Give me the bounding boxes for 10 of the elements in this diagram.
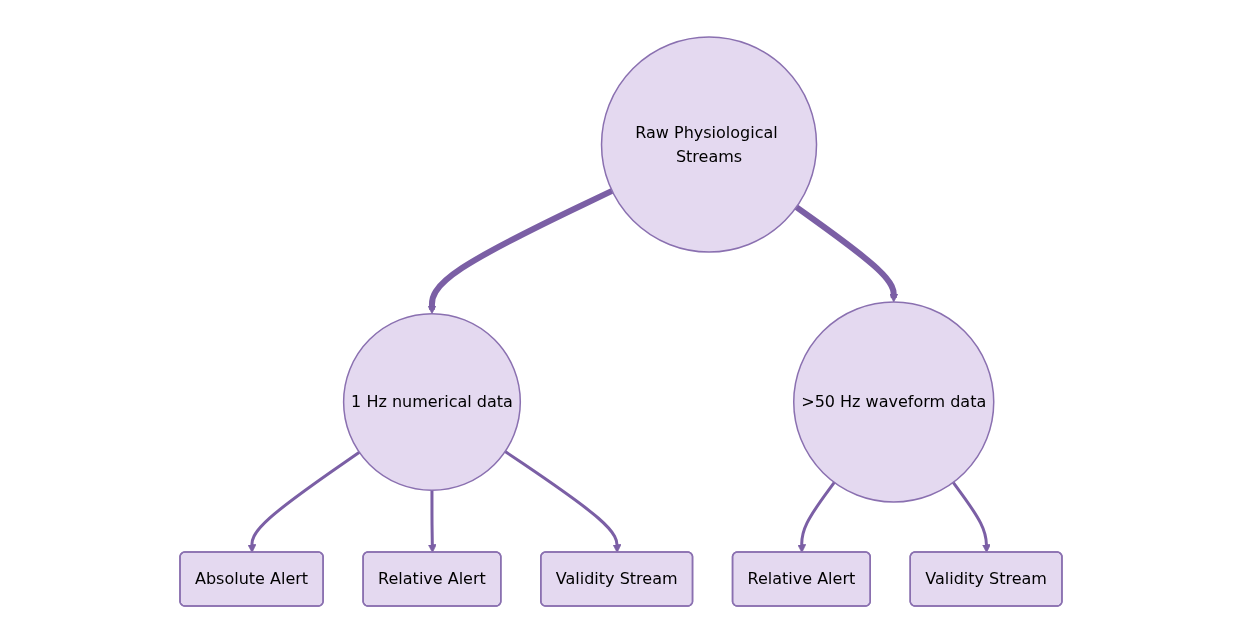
arrow xyxy=(794,204,898,303)
arrow xyxy=(427,188,613,315)
node-circle: 1 Hz numerical data xyxy=(342,312,521,492)
node-circle: >50 Hz waveform data xyxy=(792,301,994,503)
node-circle: Raw Physiological Streams xyxy=(600,36,817,253)
arrow xyxy=(427,490,437,553)
arrow xyxy=(503,450,621,553)
arrow xyxy=(796,481,836,553)
arrow xyxy=(247,451,360,553)
arrow xyxy=(951,481,991,553)
